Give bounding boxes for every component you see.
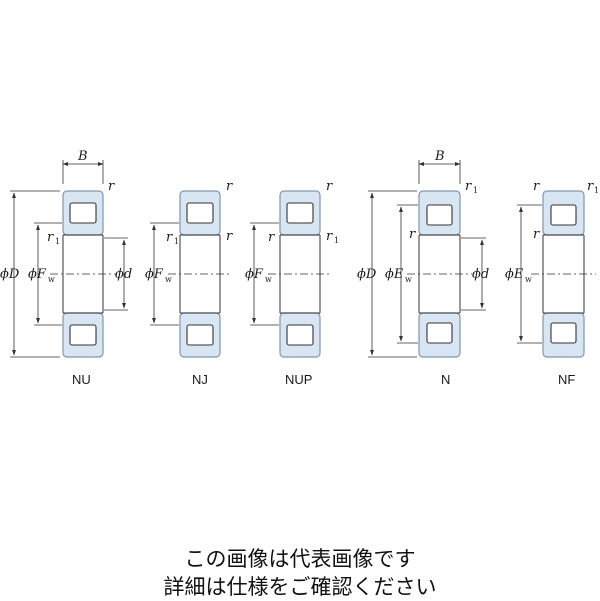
label-r: r bbox=[533, 227, 540, 242]
code-n: N bbox=[441, 372, 450, 387]
dim-phi-fw: ϕF bbox=[28, 267, 47, 282]
roller-top bbox=[69, 202, 97, 224]
dim-phi-d-outer: ϕD bbox=[357, 267, 377, 282]
roller-top bbox=[426, 204, 453, 226]
dim-phi-fw: ϕF bbox=[145, 267, 164, 282]
label-r1: r bbox=[47, 230, 54, 245]
roller-top bbox=[186, 202, 214, 224]
code-nj: NJ bbox=[192, 372, 208, 387]
roller-bottom bbox=[550, 322, 577, 344]
code-nu: NU bbox=[72, 372, 91, 387]
bearing-nj: ϕF w r r r 1 NJ bbox=[145, 179, 233, 387]
dim-phi-ew: ϕE bbox=[505, 267, 524, 282]
roller-bottom bbox=[186, 324, 214, 346]
roller-bottom bbox=[69, 324, 97, 346]
notice-check-specs: 詳細は仕様をご確認ください bbox=[163, 575, 437, 599]
label-r1-sub: 1 bbox=[55, 237, 60, 246]
dim-ew-sub: w bbox=[405, 275, 412, 284]
label-r: r bbox=[533, 179, 540, 194]
label-r1-sub: 1 bbox=[473, 186, 478, 195]
label-r1: r bbox=[166, 230, 173, 245]
dim-fw-sub: w bbox=[48, 275, 55, 284]
label-r1: r bbox=[326, 229, 333, 244]
label-r: r bbox=[108, 179, 115, 194]
code-nup: NUP bbox=[285, 372, 312, 387]
dim-phi-fw: ϕF bbox=[245, 267, 264, 282]
label-r: r bbox=[409, 227, 416, 242]
label-r1-sub: 1 bbox=[174, 237, 179, 246]
dim-fw-sub: w bbox=[265, 275, 272, 284]
dim-phi-d-inner: ϕd bbox=[115, 267, 132, 282]
label-r1-sub: 1 bbox=[594, 186, 599, 195]
label-r1: r bbox=[587, 179, 594, 194]
label-r-inner: r bbox=[226, 229, 233, 244]
label-r1-sub: 1 bbox=[334, 236, 339, 245]
label-r: r bbox=[268, 230, 275, 245]
code-nf: NF bbox=[558, 372, 575, 387]
bearing-nf: ϕE w r r r 1 NF bbox=[505, 179, 599, 387]
bearing-nup: ϕF w r r r 1 NUP bbox=[245, 179, 339, 387]
roller-top bbox=[286, 202, 314, 224]
label-r1: r bbox=[465, 179, 472, 194]
dim-b-label: B bbox=[434, 149, 445, 164]
bearing-n: B ϕD ϕE w ϕd r 1 r N bbox=[357, 149, 489, 387]
dim-ew-sub: w bbox=[525, 275, 532, 284]
dim-b-label: B bbox=[77, 149, 88, 164]
label-r: r bbox=[226, 179, 233, 194]
notice-representative-image: この画像は代表画像です bbox=[184, 547, 416, 571]
roller-bottom bbox=[426, 322, 453, 344]
dim-fw-sub: w bbox=[165, 275, 172, 284]
roller-bottom bbox=[286, 324, 314, 346]
dim-phi-d-inner: ϕd bbox=[472, 267, 489, 282]
roller-top bbox=[550, 204, 577, 226]
label-r: r bbox=[326, 179, 333, 194]
dim-phi-d-outer: ϕD bbox=[0, 267, 20, 282]
bearing-nu: B ϕD ϕF w ϕd r r 1 NU bbox=[0, 149, 132, 387]
dim-phi-ew: ϕE bbox=[385, 267, 404, 282]
